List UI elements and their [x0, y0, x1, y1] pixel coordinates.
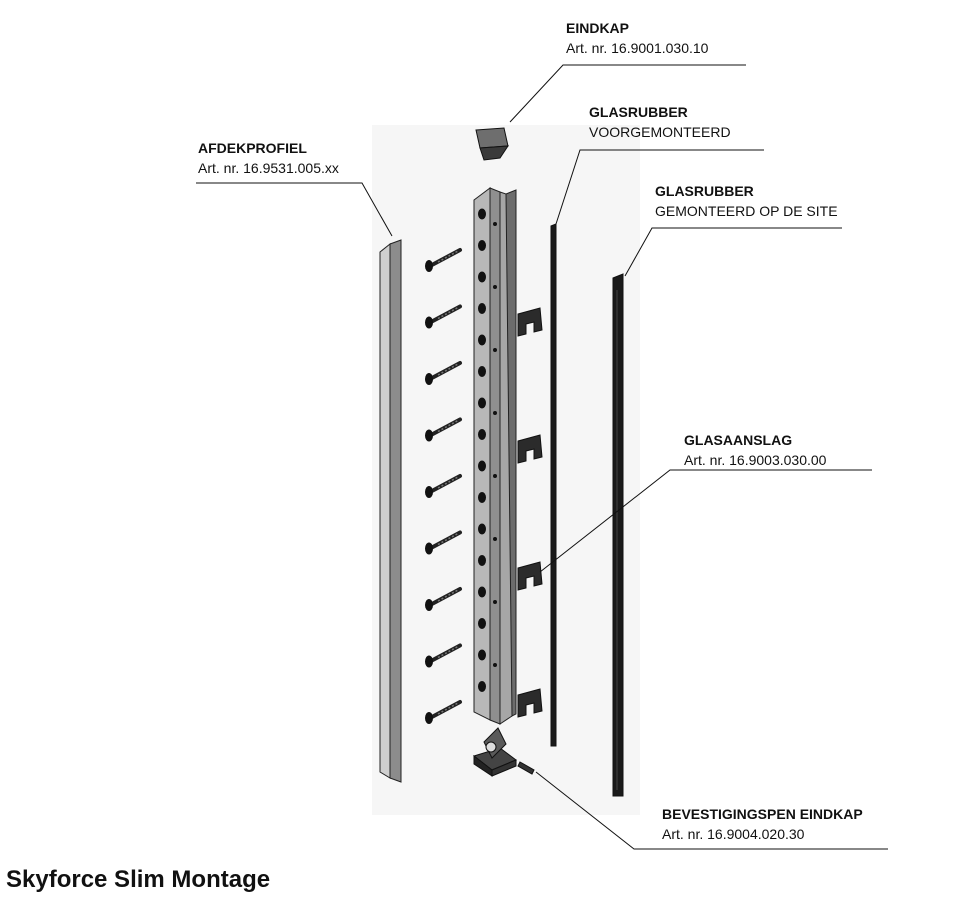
- fixing-pin: [517, 761, 535, 775]
- screw: [425, 304, 462, 329]
- callout-eindkap-art-nr: Art. nr. 16.9001.030.10: [566, 40, 709, 56]
- page-title: Skyforce Slim Montage: [6, 866, 271, 893]
- screw: [425, 361, 462, 385]
- glass-stops: [517, 307, 543, 718]
- rail-hole: [478, 492, 486, 503]
- callout-afdekprofiel: AFDEKPROFIEL Art. nr. 16.9531.005.xx: [198, 138, 339, 178]
- rail-hole: [478, 681, 486, 692]
- rail-hole: [478, 240, 486, 251]
- glass-stop: [517, 434, 543, 464]
- rail-hole: [478, 366, 486, 377]
- callout-glasrubber-voorgemonteerd: GLASRUBBER VOORGEMONTEERD: [589, 102, 731, 142]
- rail-hole: [478, 649, 486, 661]
- leader-bevestigingspen: [535, 771, 888, 850]
- rail-slot: [493, 537, 497, 541]
- callout-glasrubber-voor-sub: VOORGEMONTEERD: [589, 124, 731, 140]
- callout-bevestigingspen-title: BEVESTIGINGSPEN EINDKAP: [662, 806, 863, 822]
- callout-glasaanslag: GLASAANSLAG Art. nr. 16.9003.030.00: [684, 430, 826, 470]
- screw: [425, 248, 462, 272]
- callout-glasrubber-site: GLASRUBBER GEMONTEERD OP DE SITE: [655, 181, 838, 221]
- leader-eindkap: [509, 64, 746, 123]
- rail-slot: [493, 285, 497, 289]
- rail-hole: [478, 334, 486, 346]
- callout-eindkap-title: EINDKAP: [566, 20, 630, 36]
- rail-slot: [493, 222, 497, 226]
- callout-glasrubber-site-sub: GEMONTEERD OP DE SITE: [655, 203, 838, 219]
- rail-slot: [493, 474, 497, 478]
- bottom-bracket: [472, 727, 517, 777]
- screw: [425, 474, 462, 498]
- rail-hole: [478, 271, 486, 283]
- rail-hole: [478, 523, 486, 535]
- glass-stop: [517, 307, 543, 337]
- leader-glasaanslag: [539, 469, 872, 573]
- rail-slot: [493, 348, 497, 352]
- screw: [425, 587, 462, 611]
- rail-hole: [478, 429, 486, 440]
- rail-slot: [493, 600, 497, 604]
- rail-hole: [478, 555, 486, 566]
- callout-glasaanslag-art-nr: Art. nr. 16.9003.030.00: [684, 452, 827, 468]
- rail-slot: [493, 663, 497, 667]
- glass-stop: [517, 561, 543, 591]
- leader-glasrubber-voor: [555, 149, 764, 225]
- rail-hole: [478, 303, 486, 314]
- rail-hole: [478, 618, 486, 629]
- end-cap: [475, 127, 509, 161]
- rail-hole: [478, 208, 486, 220]
- callout-glasrubber-site-title: GLASRUBBER: [655, 183, 754, 199]
- rail-holes: [478, 208, 497, 692]
- glass-rubber-site: [612, 273, 624, 797]
- callout-bevestigingspen: BEVESTIGINGSPEN EINDKAP Art. nr. 16.9004…: [662, 804, 863, 844]
- leader-afdekprofiel: [196, 182, 393, 237]
- cover-profile: [379, 239, 402, 783]
- callout-bevestigingspen-art-nr: Art. nr. 16.9004.020.30: [662, 826, 805, 842]
- rail-hole: [478, 586, 486, 598]
- screw: [425, 530, 462, 555]
- leader-lines: [196, 64, 888, 850]
- screw: [425, 700, 462, 724]
- screws: [425, 248, 462, 724]
- callout-afdekprofiel-title: AFDEKPROFIEL: [198, 140, 307, 156]
- glass-stop: [517, 688, 543, 718]
- callout-glasrubber-voor-title: GLASRUBBER: [589, 104, 688, 120]
- glass-rubber-preassembled: [550, 223, 557, 747]
- rail-slot: [493, 411, 497, 415]
- callout-glasaanslag-title: GLASAANSLAG: [684, 432, 793, 448]
- rail-hole: [478, 460, 486, 472]
- main-rail: [473, 187, 517, 725]
- callout-eindkap: EINDKAP Art. nr. 16.9001.030.10: [566, 18, 708, 58]
- screw: [425, 643, 462, 668]
- callout-afdekprofiel-art-nr: Art. nr. 16.9531.005.xx: [198, 160, 339, 176]
- rail-hole: [478, 397, 486, 409]
- screw: [425, 417, 462, 442]
- leader-glasrubber-site: [624, 227, 842, 277]
